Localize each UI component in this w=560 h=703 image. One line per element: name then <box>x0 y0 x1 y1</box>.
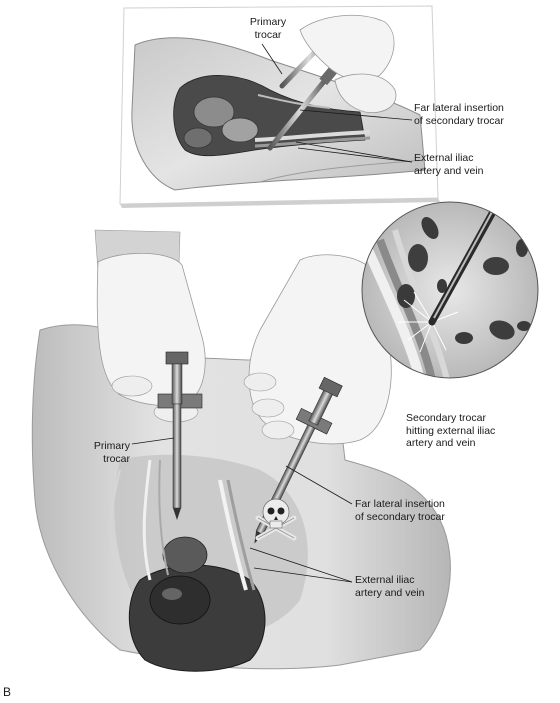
trocar-icon <box>157 351 203 520</box>
top-external-iliac-label: External iliac artery and vein <box>414 152 484 177</box>
gloved-hand-icon <box>299 14 395 81</box>
bottom-external-iliac-label: External iliac artery and vein <box>355 574 425 599</box>
magnified-inset <box>362 202 538 378</box>
bottom-primary-trocar-label: Primary trocar <box>93 440 130 465</box>
top-primary-trocar-label: Primary trocar <box>249 16 287 41</box>
panel-letter: B <box>3 685 12 699</box>
bottom-far-lateral-label: Far lateral insertion of secondary troca… <box>355 498 445 523</box>
sagittal-panel <box>119 5 440 208</box>
frontal-panel <box>31 201 539 672</box>
skull-crossbones-icon <box>255 498 297 541</box>
top-far-lateral-label: Far lateral insertion of secondary troca… <box>414 102 504 127</box>
secondary-hitting-label: Secondary trocar hitting external iliac … <box>406 412 496 449</box>
